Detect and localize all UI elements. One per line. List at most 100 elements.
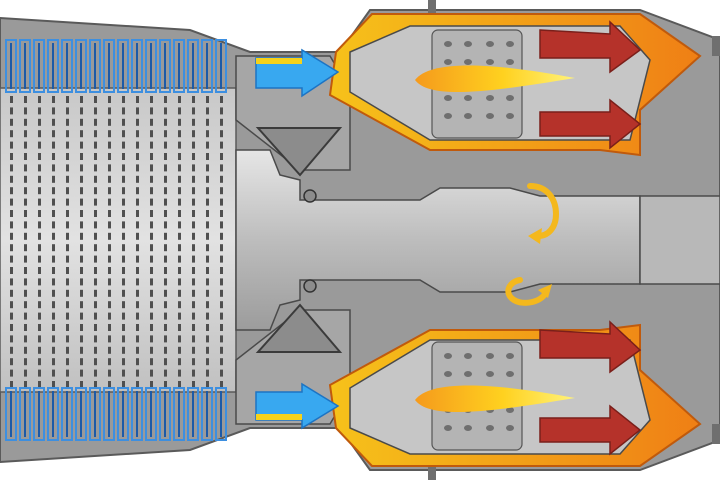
compressor-blade	[178, 381, 181, 388]
compressor-blade	[122, 289, 125, 297]
compressor-blade	[220, 221, 223, 229]
compressor-blade	[52, 153, 55, 160]
compressor-blade	[94, 358, 97, 366]
compressor-blade	[94, 221, 97, 229]
compressor-blade	[10, 335, 13, 343]
bearing-lower	[303, 279, 317, 293]
compressor-blade	[122, 381, 125, 388]
compressor-blade	[24, 153, 27, 160]
compressor-blade	[220, 175, 223, 183]
compressor-vane-core	[122, 391, 124, 437]
compressor-blade	[178, 164, 181, 172]
compressor-blade	[52, 346, 55, 354]
compressor-blade	[108, 381, 111, 388]
compressor-blade	[136, 232, 139, 240]
compressor-blade	[164, 130, 167, 138]
compressor-blade	[108, 210, 111, 217]
compressor-blade	[164, 141, 167, 149]
compressor-blade	[136, 289, 139, 297]
compressor-blade	[108, 346, 111, 354]
compressor-blade	[66, 175, 69, 183]
compressor-blade	[178, 301, 181, 309]
compressor-blade	[178, 358, 181, 366]
compressor-blade	[150, 312, 153, 320]
compressor-blade	[108, 312, 111, 320]
compressor-blade	[150, 175, 153, 183]
compressor-blade	[150, 346, 153, 354]
strut-upper	[255, 127, 343, 177]
compressor-vane	[201, 39, 213, 93]
compressor-blade	[80, 153, 83, 160]
compressor-blade	[10, 369, 13, 377]
compressor-blade	[24, 107, 27, 115]
compressor-blade	[192, 118, 195, 126]
compressor-blade	[136, 96, 139, 103]
compressor-blade	[220, 153, 223, 160]
compressor-blade	[94, 346, 97, 354]
compressor-blade	[10, 312, 13, 320]
compressor-blade	[164, 107, 167, 115]
compressor-blade	[122, 358, 125, 366]
compressor-blade	[192, 153, 195, 160]
compressor-blade	[150, 232, 153, 240]
compressor-blade	[80, 164, 83, 172]
compressor-blade	[80, 312, 83, 320]
compressor-blade	[24, 369, 27, 377]
compressor-blade	[122, 255, 125, 263]
compressor-blade	[10, 175, 13, 183]
compressor-blade	[220, 335, 223, 343]
compressor-blade	[122, 335, 125, 343]
compressor-blade	[192, 175, 195, 183]
compressor-blade	[220, 107, 223, 115]
compressor-vane	[215, 39, 227, 93]
flame-upper	[415, 65, 575, 93]
compressor-vane	[117, 39, 129, 93]
compressor-blade	[220, 358, 223, 366]
compressor-vane	[47, 387, 59, 441]
compressor-blade	[122, 278, 125, 286]
compressor-blade	[80, 358, 83, 366]
compressor-blade	[24, 96, 27, 103]
compressor-blade	[108, 255, 111, 263]
compressor-vane	[103, 39, 115, 93]
compressor-blade	[136, 346, 139, 354]
compressor-blade	[94, 324, 97, 331]
compressor-blade	[206, 346, 209, 354]
compressor-blade	[38, 346, 41, 354]
compressor-blade	[52, 369, 55, 377]
compressor-blade	[52, 130, 55, 138]
compressor-blade	[122, 369, 125, 377]
compressor-blade	[80, 130, 83, 138]
compressor-blade	[122, 130, 125, 138]
compressor-blade	[94, 210, 97, 217]
compressor-vane	[61, 39, 73, 93]
compressor-blade	[10, 221, 13, 229]
compressor-blade	[206, 221, 209, 229]
compressor-blade	[122, 221, 125, 229]
compressor-blade	[178, 221, 181, 229]
rotation-arrow-upper	[527, 183, 560, 239]
compressor-blade	[52, 141, 55, 149]
compressor-blade	[150, 130, 153, 138]
compressor-blade	[38, 301, 41, 309]
compressor-blade	[108, 141, 111, 149]
compressor-vane-core	[10, 43, 12, 89]
compressor-blade	[220, 232, 223, 240]
compressor-blade	[52, 96, 55, 103]
compressor-blue-band-top	[5, 39, 227, 93]
compressor-vane-core	[94, 43, 96, 89]
compressor-vane-core	[164, 391, 166, 437]
turbine-hole	[444, 95, 452, 101]
compressor-blade	[66, 358, 69, 366]
compressor-blade	[80, 107, 83, 115]
compressor-blade	[94, 301, 97, 309]
compressor-blade	[192, 289, 195, 297]
compressor-blade	[80, 278, 83, 286]
compressor-blade	[38, 278, 41, 286]
compressor-blade	[206, 381, 209, 388]
turbine-hole	[506, 371, 514, 377]
turbine-hole	[486, 425, 494, 431]
compressor-blade	[80, 210, 83, 217]
compressor-vane-core	[122, 43, 124, 89]
compressor-blade	[178, 369, 181, 377]
